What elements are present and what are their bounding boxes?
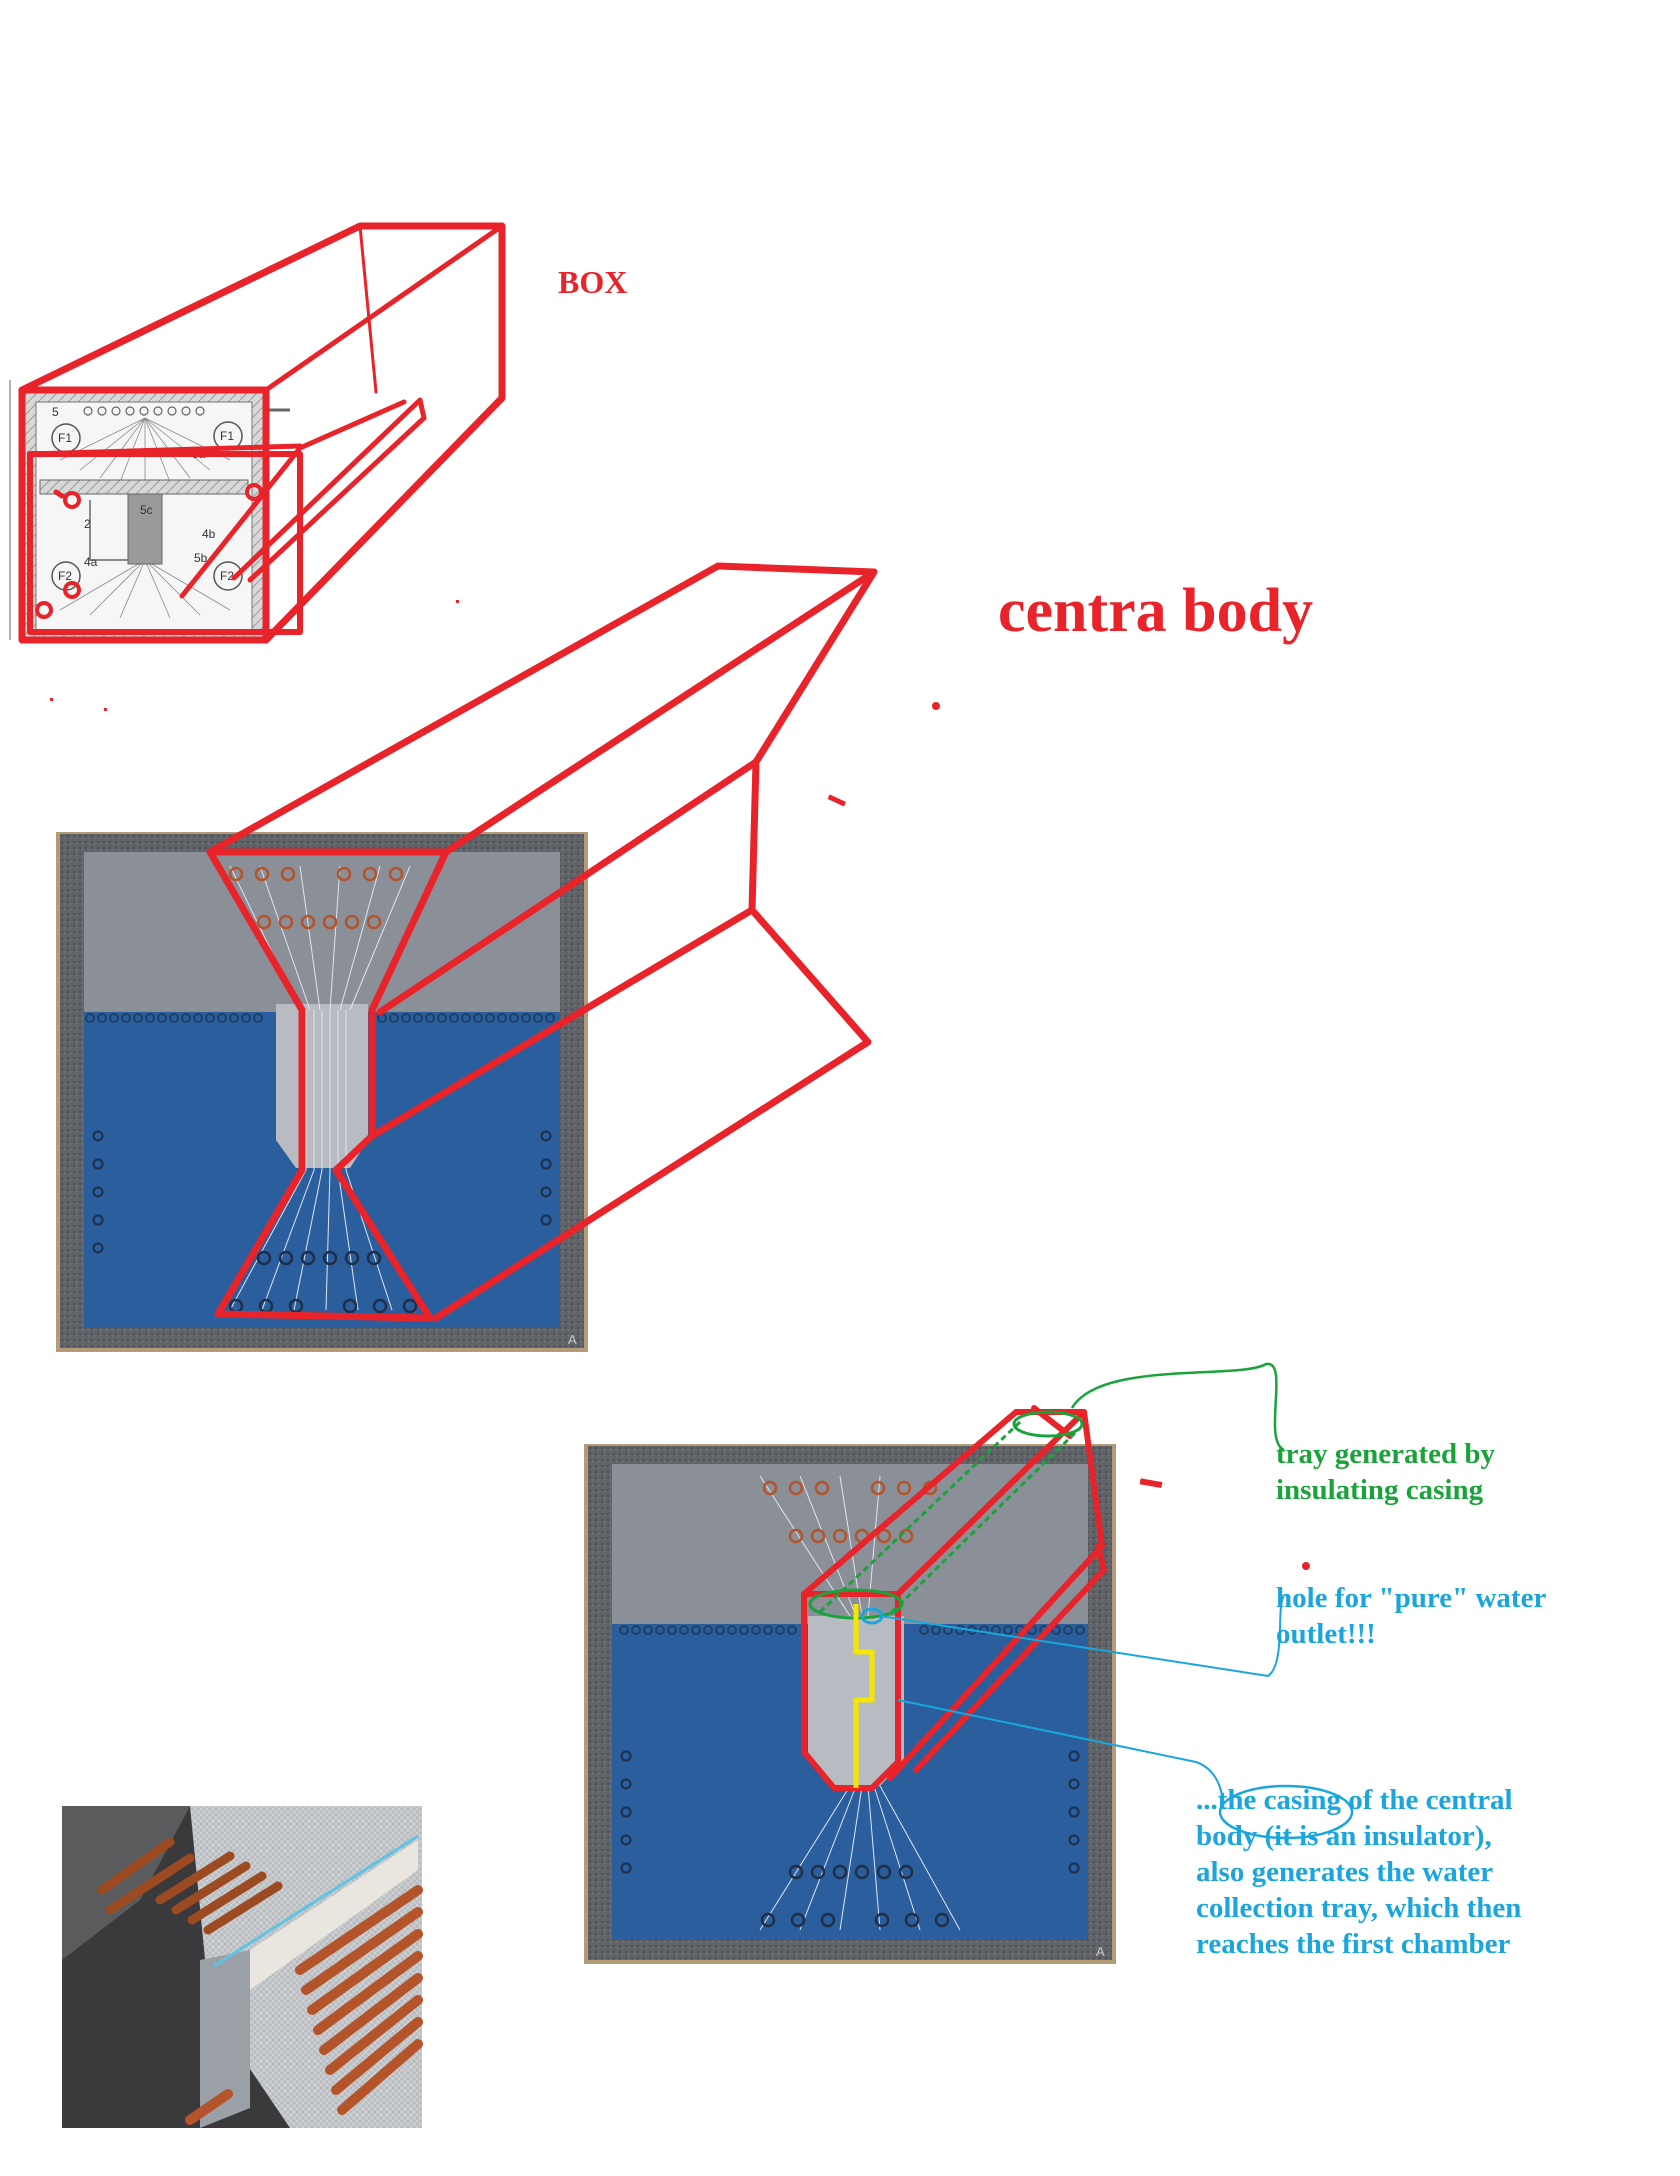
schematic-tube-row	[83, 406, 205, 416]
side-tube-columns	[92, 1130, 552, 1254]
waterline-tube-row	[85, 1013, 555, 1023]
tag-5b: 5b	[194, 551, 208, 565]
copper-coils-right	[185, 1885, 423, 2125]
render-image	[62, 1806, 423, 2128]
box-label: BOX	[558, 264, 628, 300]
tray-annotation-line: tray generated by	[1276, 1438, 1496, 1470]
central-body-label: centra body	[998, 577, 1314, 645]
casing-annotation-line: reaches the first chamber	[1196, 1928, 1511, 1960]
casing-annotation-line: collection tray, which then	[1196, 1892, 1522, 1924]
copper-coils-left	[97, 1837, 283, 1935]
casing-annotation-line: also generates the water	[1196, 1856, 1494, 1888]
casing-annotation-line: body (it is an insulator),	[1196, 1820, 1492, 1852]
tray-annotation: tray generated by insulating casing	[1276, 1436, 1495, 1508]
tray-green-outline	[808, 1362, 1285, 1620]
hole-annotation-line: outlet!!!	[1276, 1618, 1376, 1650]
central-body-red-outline	[206, 562, 878, 1322]
box-red-outline	[18, 222, 506, 644]
casing-annotation-line: ...the casing of the central	[1196, 1784, 1513, 1816]
tag-f1-left: F1	[58, 431, 72, 445]
tray-diagram: A	[584, 1444, 1116, 1964]
tag-f2-left: F2	[58, 569, 72, 583]
tag-2: 2	[84, 517, 91, 531]
hole-marker	[860, 1595, 1354, 1840]
hole-annotation-line: hole for "pure" water	[1276, 1582, 1547, 1614]
central-body-diagram: A	[56, 832, 588, 1352]
tag-f1-right: F1	[220, 429, 234, 443]
tag-5c: 5c	[140, 503, 153, 517]
tray-side-tube-columns	[620, 1750, 1080, 1874]
tag-4b: 4b	[202, 527, 216, 541]
box-schematic: 5 F1 F1 5a 2 5c 4b 4a 5b F2 F2	[9, 380, 290, 641]
water-flow-path	[853, 1604, 875, 1788]
tag-f2-right: F2	[220, 569, 234, 583]
tray-lower-tubes	[760, 1864, 950, 1928]
tag-5: 5	[52, 405, 59, 419]
casing-annotation: ...the casing of the central body (it is…	[1196, 1782, 1521, 1962]
tray-annotation-line: insulating casing	[1276, 1474, 1484, 1506]
hole-annotation: hole for "pure" water outlet!!!	[1276, 1580, 1546, 1652]
upper-copper-tubes	[228, 866, 404, 930]
corner-mark-middle: A	[568, 1332, 577, 1347]
corner-mark-bottom: A	[1096, 1944, 1105, 1959]
tag-4a: 4a	[84, 555, 98, 569]
